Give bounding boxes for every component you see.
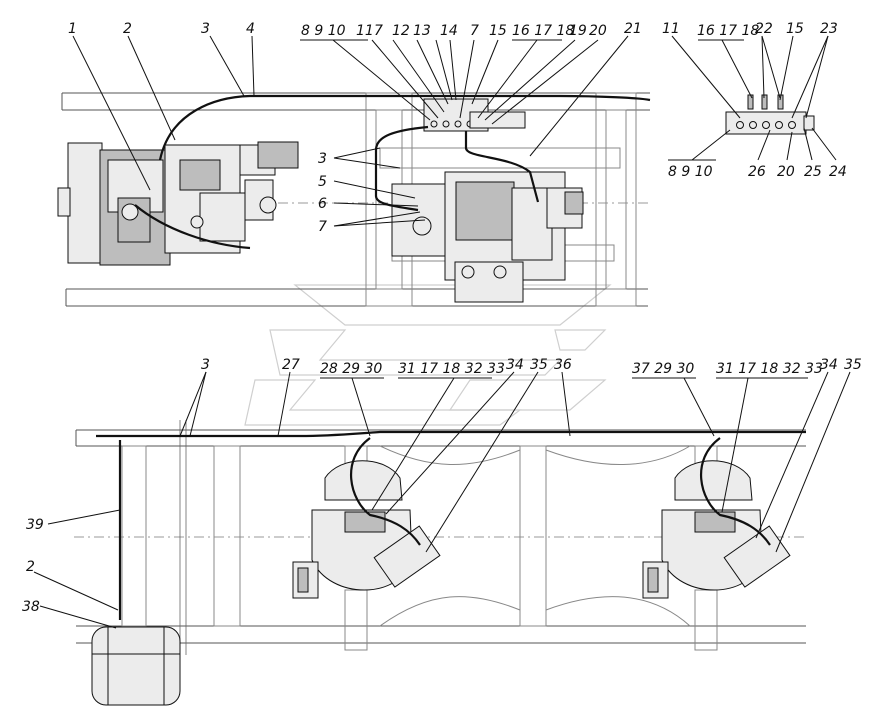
label-3: 3 [201,21,210,37]
hose-lines-bottom [96,430,806,620]
detail-label-22: 22 [755,21,773,37]
label-group-8-9-10: 8 9 10 [301,23,346,39]
label-20: 20 [589,23,607,39]
transfer-case [391,171,584,303]
detail-label-23: 23 [820,21,838,37]
bottom-label-36: 36 [554,357,572,373]
label-1: 1 [68,21,77,37]
bottom-label-38: 38 [22,599,40,615]
detail-label-25: 25 [804,164,822,180]
bottom-label-group-31-33-a: 31 17 18 32 33 [398,361,505,377]
label-14: 14 [440,23,458,39]
bottom-label-34: 34 [506,357,524,373]
label-4: 4 [246,21,255,37]
label-6: 6 [318,196,327,212]
bottom-label-3: 3 [201,357,210,373]
top-labels: 1 2 3 4 8 9 10 11 7 12 13 14 7 15 16 17 … [68,21,642,235]
leader-lines [33,35,851,629]
bottom-label-group-28-29-30: 28 29 30 [320,361,382,377]
label-7c: 7 [318,219,327,235]
valve-block [423,98,526,132]
rear-axle-2 [642,460,791,599]
detail-label-11: 11 [662,21,680,37]
label-group-16-17-18: 16 17 18 [512,23,574,39]
bottom-labels: 3 27 28 29 30 31 17 18 32 33 34 35 36 37… [22,357,862,615]
bottom-label-34b: 34 [820,357,838,373]
bottom-label-39: 39 [26,517,44,533]
label-19: 19 [569,23,587,39]
label-5: 5 [318,174,327,190]
label-7a: 7 [374,23,383,39]
bottom-label-2: 2 [26,559,35,575]
bottom-label-27: 27 [282,357,300,373]
label-7b: 7 [470,23,479,39]
detail-label-15: 15 [786,21,804,37]
bottom-label-group-37-29-30: 37 29 30 [632,361,694,377]
label-13: 13 [413,23,431,39]
engine-block [57,141,299,266]
top-frame-view [57,92,651,307]
bottom-label-35b: 35 [844,357,862,373]
air-tank [91,626,181,706]
bottom-frame-view [74,420,806,706]
detail-label-24: 24 [829,164,847,180]
detail-label-20: 20 [777,164,795,180]
detail-labels: 11 16 17 18 22 15 23 8 9 10 26 20 25 24 [662,21,847,180]
detail-label-group-8-9-10: 8 9 10 [668,164,713,180]
label-12: 12 [392,23,410,39]
detail-valve-block [725,94,815,135]
detail-label-26: 26 [748,164,766,180]
detail-label-group-16-17-18: 16 17 18 [697,23,759,39]
label-15: 15 [489,23,507,39]
label-2: 2 [123,21,132,37]
label-3-mid: 3 [318,151,327,167]
bottom-label-group-31-33-b: 31 17 18 32 33 [716,361,823,377]
label-11: 11 [356,23,374,39]
hose-lines [134,94,651,250]
rear-axle-1 [292,460,441,599]
label-21: 21 [624,21,642,37]
bottom-label-35: 35 [530,357,548,373]
